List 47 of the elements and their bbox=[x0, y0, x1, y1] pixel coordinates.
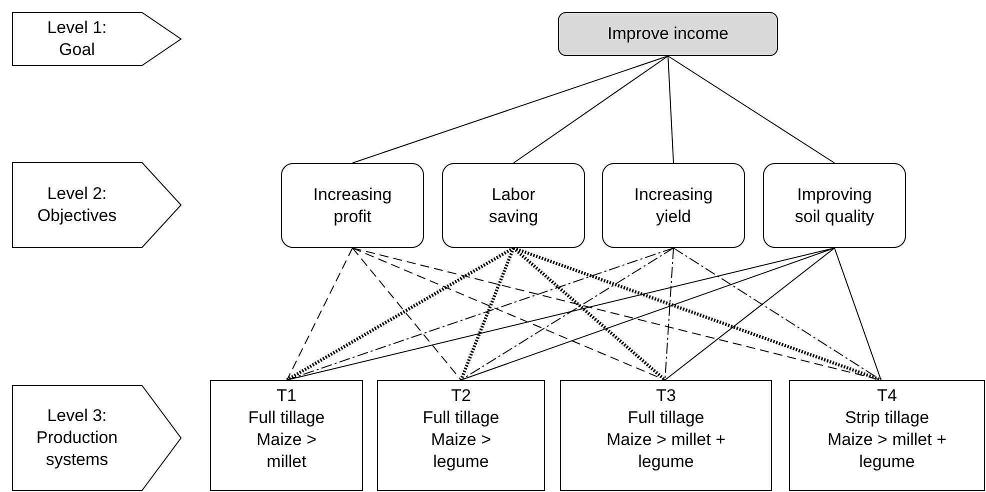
connector-line bbox=[352, 248, 462, 380]
connector-line bbox=[673, 248, 882, 380]
box-label: Increasing yield bbox=[633, 184, 714, 228]
box-label: Improve income bbox=[608, 23, 728, 45]
connector-line bbox=[664, 248, 835, 380]
objective-box bbox=[763, 163, 906, 248]
connector-line bbox=[668, 56, 674, 164]
box-label: Full tillage Maize > millet + legume bbox=[605, 407, 727, 473]
level-arrow bbox=[12, 12, 182, 66]
box-label: Improving soil quality bbox=[794, 184, 876, 228]
level-label: Level 3: Production systems bbox=[35, 405, 119, 471]
connector-line bbox=[512, 246, 666, 382]
connector-line bbox=[513, 56, 668, 164]
connector-line bbox=[512, 246, 882, 382]
system-box bbox=[210, 380, 363, 491]
level-label: Level 2: Objectives bbox=[36, 183, 118, 227]
level-label: Level 1: Goal bbox=[46, 17, 108, 61]
connector-line bbox=[352, 248, 666, 380]
objective-box bbox=[442, 163, 585, 248]
level-arrow bbox=[12, 385, 182, 491]
system-box bbox=[377, 380, 545, 491]
box-label: Strip tillage Maize > millet + legume bbox=[826, 407, 948, 473]
system-code: T2 bbox=[451, 385, 471, 407]
box-label: Full tillage Maize > millet bbox=[247, 407, 326, 473]
connector-line bbox=[460, 248, 835, 380]
connector-line bbox=[286, 246, 514, 382]
system-code: T4 bbox=[877, 385, 897, 407]
system-code: T3 bbox=[656, 385, 676, 407]
connector-line bbox=[460, 247, 515, 381]
connector-line bbox=[664, 248, 674, 380]
system-box bbox=[789, 380, 985, 491]
system-box bbox=[560, 380, 772, 491]
connector-line bbox=[286, 248, 674, 380]
objective-box bbox=[281, 163, 424, 248]
box-label: Labor saving bbox=[488, 184, 540, 228]
box-label: Increasing profit bbox=[312, 184, 393, 228]
system-code: T1 bbox=[276, 385, 296, 407]
connector-line bbox=[460, 248, 674, 380]
connector-line bbox=[834, 248, 882, 380]
connector-line bbox=[668, 56, 835, 164]
level-arrow bbox=[12, 162, 182, 248]
objective-box bbox=[602, 163, 745, 248]
box-label: Full tillage Maize > legume bbox=[422, 407, 500, 473]
connector-line bbox=[352, 56, 668, 164]
connector-line bbox=[286, 248, 353, 380]
connector-line bbox=[286, 248, 835, 380]
goal-box bbox=[558, 12, 778, 56]
